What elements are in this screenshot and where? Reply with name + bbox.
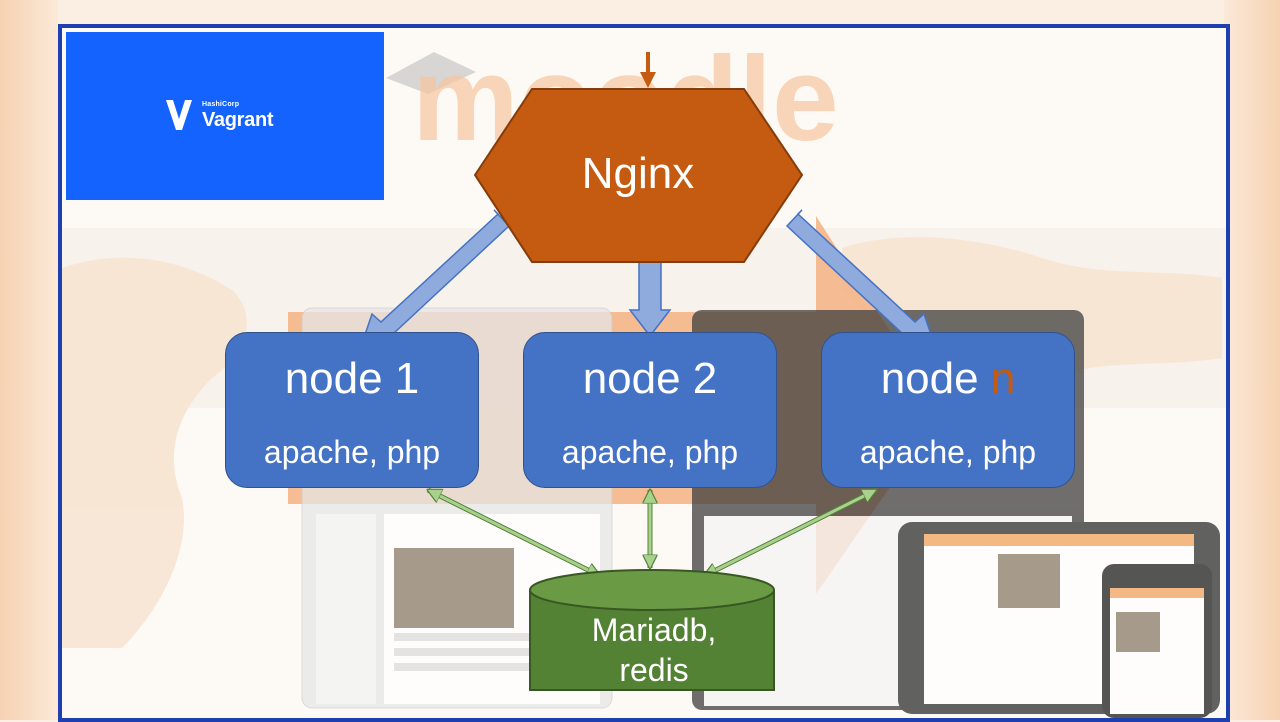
node-1-box: node 1 apache, php bbox=[225, 332, 479, 488]
node-n-title: node n bbox=[880, 354, 1016, 403]
node-n-subtitle: apache, php bbox=[859, 434, 1037, 470]
vagrant-product-text: Vagrant bbox=[202, 108, 274, 131]
edge-node-n-db bbox=[704, 487, 876, 579]
edge-node-1-db bbox=[428, 487, 600, 579]
slide: moodle bbox=[58, 24, 1230, 722]
database-cylinder bbox=[529, 569, 775, 691]
edge-nginx-to-node-2 bbox=[628, 253, 672, 338]
vagrant-brand-text: HashiCorp bbox=[202, 100, 240, 108]
node-1-subtitle: apache, php bbox=[263, 434, 441, 470]
architecture-diagram bbox=[355, 52, 941, 691]
node-n-box: node n apache, php bbox=[821, 332, 1075, 488]
vagrant-logo: HashiCorp Vagrant bbox=[164, 98, 274, 132]
vagrant-panel: HashiCorp Vagrant bbox=[66, 32, 384, 200]
edge-input-to-nginx bbox=[640, 52, 656, 88]
node-n-accent: n bbox=[990, 354, 1016, 403]
database-label: Mariadb, redis bbox=[532, 610, 776, 690]
database-label-line-1: Mariadb, bbox=[591, 612, 717, 648]
left-decor-band bbox=[0, 0, 58, 720]
node-2-title: node 2 bbox=[582, 354, 718, 403]
right-decor-band bbox=[1224, 0, 1280, 720]
node-1-title: node 1 bbox=[284, 354, 420, 403]
vagrant-v-icon bbox=[166, 100, 192, 130]
database-label-line-2: redis bbox=[619, 652, 689, 688]
node-2-subtitle: apache, php bbox=[561, 434, 739, 470]
node-2-box: node 2 apache, php bbox=[523, 332, 777, 488]
nginx-hexagon bbox=[473, 88, 804, 263]
nginx-label: Nginx bbox=[581, 149, 695, 198]
